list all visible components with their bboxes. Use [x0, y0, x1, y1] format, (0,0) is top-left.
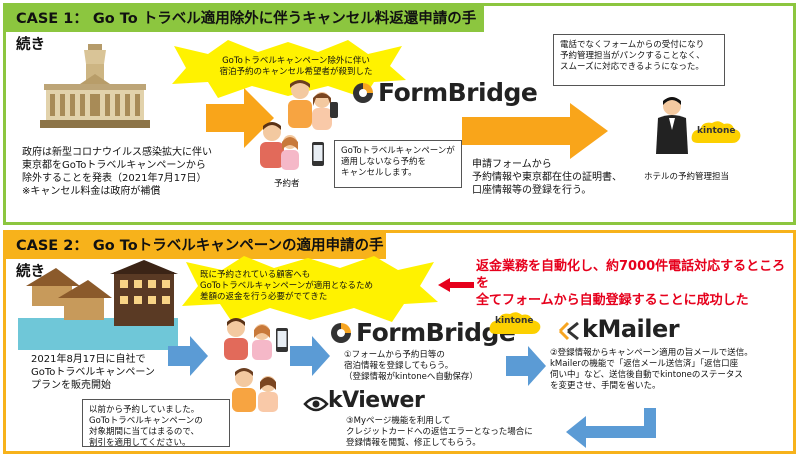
formbridge-logo-icon: [353, 83, 373, 103]
kmailer-logo-icon: [558, 321, 579, 341]
resort-hotel-image: [18, 260, 178, 350]
customer-people-icon: [224, 318, 278, 412]
case2-step3-text: ③Myページ機能を利用して クレジットカードへの返信エラーとなった場合に 登録情…: [346, 416, 533, 448]
case1-title: CASE 1： Go To トラベル適用除外に伴うキャンセル料返還申請の手続き: [6, 6, 484, 53]
case2-formbridge-logo: FormBridge: [356, 318, 516, 347]
case1-phone-note: GoToトラベルキャンペーンが 適用しないなら予約を キャンセルします。: [334, 140, 462, 188]
case2-burst-shape: [182, 256, 438, 322]
case2-kintone-logo: kintone: [495, 316, 534, 326]
case1-panel: CASE 1： Go To トラベル適用除外に伴うキャンセル料返還申請の手続き: [3, 3, 796, 225]
case2-formbridge-logo-icon: [331, 323, 351, 343]
case2-kintone-cloud-icon: [489, 312, 541, 334]
case2-burst-text: 既に予約されている顧客へも GoToトラベルキャンペーンが適用となるため 差額の…: [200, 270, 374, 302]
hotel-staff-icon: [656, 97, 688, 154]
case1-burst-text: GoToトラベルキャンペーン除外に伴い 宿泊予約のキャンセル希望者が殺到した: [219, 56, 373, 77]
hotel-staff-label: ホテルの予約管理担当: [644, 172, 730, 182]
case2-sale-text: 2021年8月17日に自社で GoToトラベルキャンペーン プランを販売開始: [31, 354, 155, 391]
reserver-label: 予約者: [274, 179, 300, 189]
case2-arrow-2: [290, 336, 330, 376]
case2-step1-text: ①フォームから予約日等の 宿泊情報を登録してもらう。 （登録情報がkintone…: [344, 350, 478, 382]
red-arrow-icon: [438, 278, 474, 292]
case2-title: CASE 2： Go Toトラベルキャンペーンの適用申請の手続き: [6, 233, 386, 280]
government-building-icon: [40, 44, 150, 128]
case1-arrow-2: [462, 103, 608, 159]
case2-return-arrow: [566, 408, 656, 448]
case2-smartphone-icon: [276, 328, 288, 352]
kmailer-logo: kMailer: [582, 315, 680, 343]
kviewer-logo: kViewer: [328, 388, 425, 413]
case2-panel: CASE 2： Go Toトラベルキャンペーンの適用申請の手続き: [3, 230, 796, 454]
smartphone-icon: [312, 142, 324, 166]
case1-process-text: 申請フォームから 予約情報や東京都在住の証明書、 口座情報等の登録を行う。: [472, 159, 622, 196]
hotel-note: 電話でなくフォームからの受付になり 予約管理担当がパンクすることなく、 スムーズ…: [553, 34, 725, 86]
case2-step2-text: ②登録情報からキャンペーン適用の旨メールで送信。 kMailerの機能で「返信メ…: [550, 348, 753, 391]
case2-arrow-1: [168, 336, 208, 376]
case1-burst-shape: [172, 40, 406, 98]
case2-arrow-3: [506, 346, 546, 386]
case2-red-headline: 返金業務を自動化し、約7000件電話対応するところを 全てフォームから自動登録す…: [476, 259, 786, 308]
case1-formbridge-logo: FormBridge: [378, 78, 538, 107]
case2-customer-note: 以前から予約していました。 GoToトラベルキャンペーンの 対象期間に当てはまる…: [82, 399, 230, 448]
kintone-cloud-icon: [691, 121, 741, 143]
case1-arrow-1: [206, 88, 274, 148]
case1-kintone-logo: kintone: [697, 126, 736, 136]
kviewer-eye-icon: [303, 396, 329, 412]
reserver-people-icon: [260, 80, 338, 170]
case1-govt-text: 政府は新型コロナウイルス感染拡大に伴い 東京都をGoToトラベルキャンペーンから…: [22, 147, 212, 197]
